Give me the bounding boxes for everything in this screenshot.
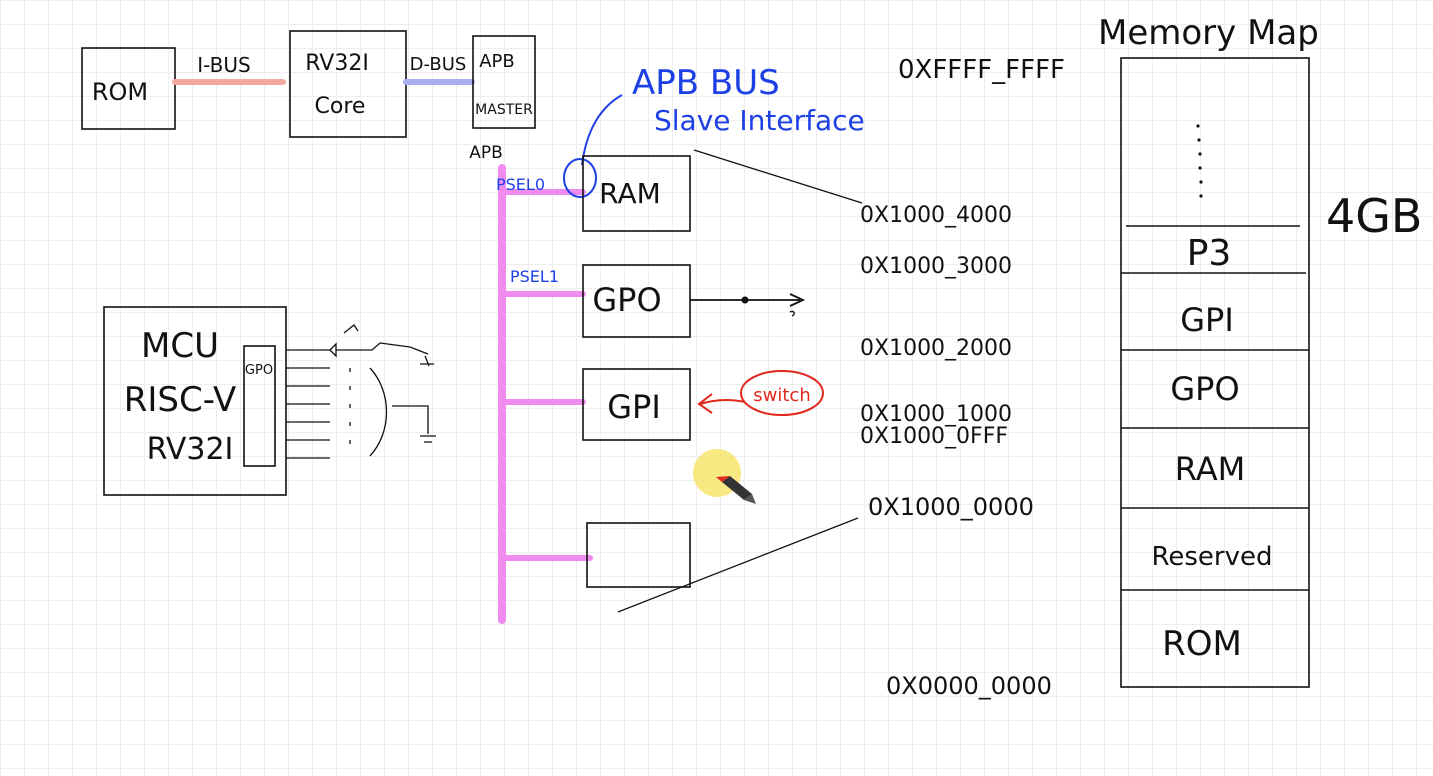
mcu-label-line2: RISC-V xyxy=(124,380,237,420)
psel0-label: PSEL0 xyxy=(496,175,545,194)
gpi-block xyxy=(582,368,691,441)
psel1-label: PSEL1 xyxy=(510,267,559,286)
memory-map-box xyxy=(1120,57,1310,688)
psel-circle xyxy=(563,158,597,198)
region-gpo: GPO xyxy=(1170,370,1239,408)
mcu-label-line3: RV32I xyxy=(147,432,234,467)
memory-map-title: Memory Map xyxy=(1098,13,1319,53)
address-0000: 0X1000_0000 xyxy=(868,493,1034,521)
mcu-gpo-port xyxy=(243,345,276,467)
gpo-label: GPO xyxy=(592,281,661,319)
apb-master-label-line2: MASTER xyxy=(475,102,533,118)
rom-label: ROM xyxy=(92,78,148,106)
gpo-output-mark xyxy=(789,310,795,317)
mcu-port-label: GPO xyxy=(245,363,273,378)
core-block xyxy=(289,30,407,138)
region-ram: RAM xyxy=(1175,450,1245,488)
ibus-label: I-BUS xyxy=(197,53,250,77)
apb-master-label-line1: APB xyxy=(479,51,515,72)
address-top: 0XFFFF_FFFF xyxy=(898,55,1065,85)
pen-icon xyxy=(716,476,756,504)
region-rom: ROM xyxy=(1162,624,1242,664)
annotation-arrow xyxy=(581,94,623,166)
address-1000: 0X1000_1000 xyxy=(860,402,1012,427)
region-p3: P3 xyxy=(1187,233,1232,274)
gpo-output-arrowhead xyxy=(789,293,806,307)
ram-leader-line xyxy=(693,149,863,204)
ram-block xyxy=(582,155,691,232)
switch-arrowhead xyxy=(697,393,713,414)
gpi-label: GPI xyxy=(607,388,661,426)
mcu-block xyxy=(103,306,287,496)
switch-label: switch xyxy=(753,385,810,406)
address-2000: 0X1000_2000 xyxy=(860,336,1012,361)
gpo-output-dot xyxy=(741,296,749,304)
core-label-line1: RV32I xyxy=(305,51,369,76)
core-label-line2: Core xyxy=(315,94,366,119)
switch-arrow-line xyxy=(699,399,746,405)
address-4000: 0X1000_4000 xyxy=(860,203,1012,228)
gpo-block xyxy=(582,264,691,338)
address-0fff: 0X1000_0FFF xyxy=(860,424,1008,449)
ram-label: RAM xyxy=(599,177,661,210)
apb-bus-annotation-line1: APB BUS xyxy=(632,63,780,103)
empty-slave-block xyxy=(586,522,691,588)
address-3000: 0X1000_3000 xyxy=(860,254,1012,279)
empty-leader-line xyxy=(617,517,859,613)
ellipsis-dots xyxy=(1196,124,1203,198)
gpio-wires xyxy=(286,324,436,459)
apb-bus-annotation-line2: Slave Interface xyxy=(654,104,865,137)
dbus-label: D-BUS xyxy=(410,54,467,75)
memory-size-label: 4GB xyxy=(1326,189,1422,243)
address-bottom: 0X0000_0000 xyxy=(886,672,1052,700)
region-reserved: Reserved xyxy=(1151,542,1272,572)
apb-tag: APB xyxy=(469,143,503,163)
apb-master-block xyxy=(472,35,536,129)
mcu-label-line1: MCU xyxy=(141,326,219,366)
switch-circle xyxy=(740,370,824,416)
region-gpi: GPI xyxy=(1180,301,1234,339)
memory-dividers xyxy=(1121,225,1309,591)
rom-block xyxy=(81,47,176,130)
